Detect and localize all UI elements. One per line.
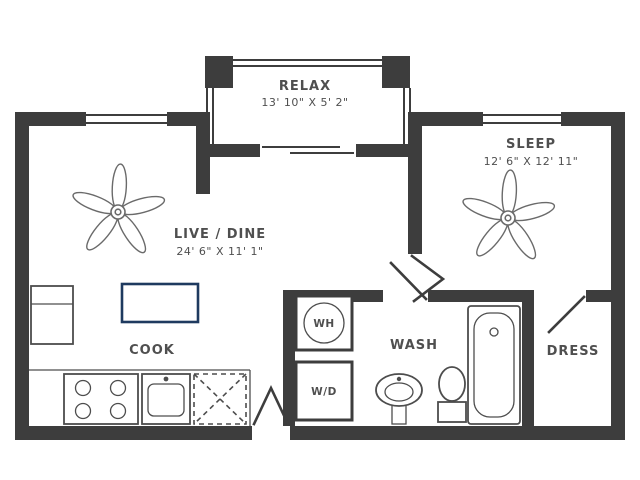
- walls: [15, 56, 625, 440]
- bathtub-icon: [467, 305, 521, 425]
- ceiling-fan-icon-live: [72, 163, 166, 254]
- sleep-label: SLEEP: [506, 137, 556, 152]
- live-dine-dims: 24' 6" X 11' 1": [176, 245, 263, 258]
- windows: [84, 59, 563, 154]
- wall-top-left-a: [15, 112, 85, 126]
- stove-icon: [63, 373, 139, 425]
- dress-label: DRESS: [547, 344, 600, 359]
- relax-dims: 13' 10" X 5' 2": [261, 96, 348, 109]
- wall-top-right-a: [408, 112, 482, 126]
- bath-fixtures: [294, 294, 521, 425]
- sleep-door: [410, 254, 446, 303]
- toilet-icon: [437, 366, 467, 423]
- fridge-icon: [30, 285, 74, 345]
- balcony-pillar-left: [205, 56, 233, 88]
- wall-balcony-bottom-left: [196, 144, 260, 157]
- bath-sink-icon: [375, 373, 423, 425]
- bath-door: [389, 261, 428, 301]
- wall-sleep-left: [408, 126, 422, 254]
- wall-closet-left: [283, 290, 295, 426]
- dress-door: [547, 295, 586, 334]
- balcony-pillar-right: [382, 56, 410, 88]
- wall-bath-top-right: [428, 290, 534, 302]
- kitchen-fixtures: [29, 282, 251, 426]
- wall-dress-top: [586, 290, 625, 302]
- ceiling-fan-icon-sleep: [462, 169, 556, 260]
- relax-label: RELAX: [279, 79, 331, 94]
- wall-bath-dress: [522, 302, 534, 426]
- wall-balcony-bottom-right: [356, 144, 410, 157]
- window-live-dine: [84, 112, 169, 126]
- water-heater-icon: [294, 294, 354, 352]
- washer-dryer-icon: [294, 360, 354, 422]
- doors: [252, 254, 586, 426]
- wall-bottom-right: [290, 426, 625, 440]
- live-dine-label: LIVE / DINE: [174, 227, 266, 242]
- entry-door: [252, 384, 290, 426]
- wall-bottom-left: [15, 426, 252, 440]
- wall-left-exterior: [15, 112, 29, 440]
- sliding-door-balcony: [262, 146, 354, 154]
- cook-label: COOK: [129, 343, 175, 358]
- labels: RELAX 13' 10" X 5' 2" SLEEP 12' 6" X 12'…: [129, 79, 600, 398]
- water-heater-label: WH: [313, 318, 334, 330]
- dishwasher-icon: [193, 373, 247, 425]
- balcony-railing: [206, 59, 411, 144]
- wall-right-exterior: [611, 112, 625, 440]
- wash-label: WASH: [390, 338, 438, 353]
- kitchen-island: [120, 282, 200, 324]
- wall-top-right-b: [562, 112, 625, 126]
- window-sleep: [481, 112, 563, 126]
- kitchen-sink-icon: [141, 373, 191, 425]
- washer-dryer-label: W/D: [311, 386, 337, 398]
- sleep-dims: 12' 6" X 12' 11": [484, 155, 579, 168]
